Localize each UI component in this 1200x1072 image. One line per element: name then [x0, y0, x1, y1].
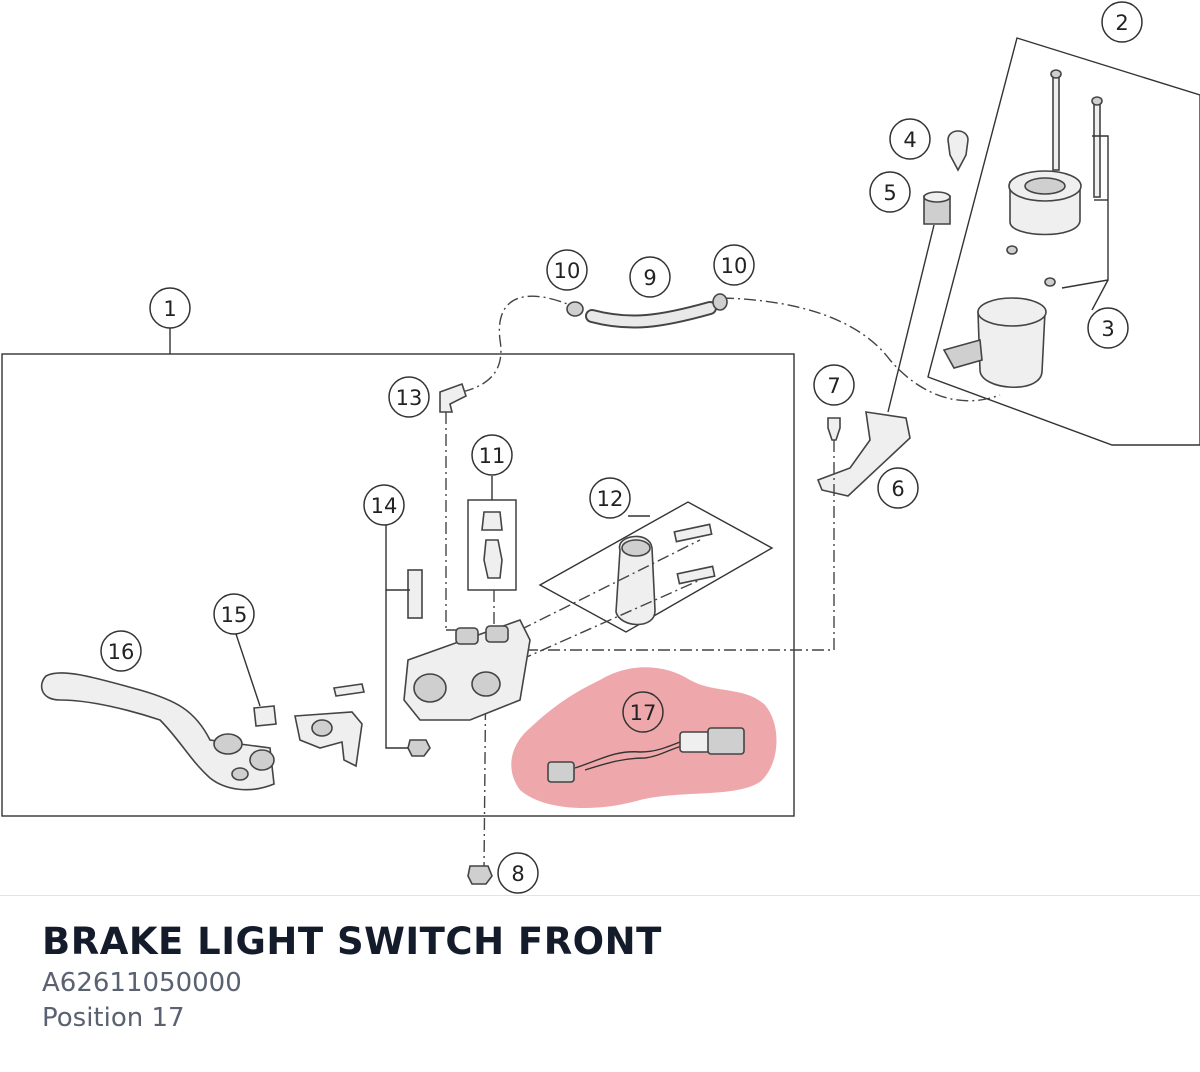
assembly-box-1 [1, 353, 795, 817]
callout-3: 3 [1087, 307, 1129, 349]
svg-text:15: 15 [221, 603, 248, 627]
nut-8 [467, 865, 493, 885]
switch-body [547, 761, 575, 783]
banjo-fitting-13 [439, 382, 467, 413]
callout-17[interactable]: 17 [622, 691, 664, 733]
callout-4: 4 [889, 118, 931, 160]
callout-1: 1 [149, 287, 191, 329]
caption-divider [0, 895, 1200, 896]
bleed-valve-11a [481, 511, 503, 531]
callout-13: 13 [388, 376, 430, 418]
clamp-bolt-lower [676, 565, 716, 585]
hose-clamp-right [712, 293, 728, 311]
bolt-4 [947, 130, 969, 172]
adjuster-screw [333, 683, 365, 697]
adjuster-15 [253, 705, 277, 727]
callout-15: 15 [213, 593, 255, 635]
svg-text:13: 13 [396, 386, 423, 410]
highlight-position-17[interactable] [511, 667, 777, 809]
svg-text:6: 6 [891, 477, 904, 501]
callout-14: 14 [363, 484, 405, 526]
callout-6: 6 [877, 467, 919, 509]
svg-text:2: 2 [1115, 11, 1128, 35]
svg-text:10: 10 [721, 254, 748, 278]
pin-14 [407, 569, 423, 619]
hose-clamp-left [566, 301, 584, 317]
bracket-6 [816, 411, 911, 497]
part-title: BRAKE LIGHT SWITCH FRONT [42, 920, 662, 963]
svg-text:5: 5 [883, 181, 896, 205]
switch-connector [679, 731, 711, 753]
callout-16: 16 [100, 630, 142, 672]
part-number: A62611050000 [42, 968, 242, 998]
svg-text:17: 17 [630, 701, 657, 725]
svg-text:14: 14 [371, 494, 398, 518]
svg-text:12: 12 [597, 487, 624, 511]
lever-pivot-block [294, 711, 363, 768]
callout-10-left: 10 [546, 249, 588, 291]
svg-text:9: 9 [643, 266, 656, 290]
callout-12: 12 [589, 477, 631, 519]
reservoir-body [977, 311, 1046, 389]
exploded-parts-diagram: 1 2 3 4 5 6 7 8 9 10 10 11 [1, 1, 1200, 894]
callout-11: 11 [471, 434, 513, 476]
callout-7: 7 [813, 364, 855, 406]
svg-text:11: 11 [479, 444, 506, 468]
switch-wire [574, 741, 681, 769]
svg-text:4: 4 [903, 128, 916, 152]
reservoir-screw-b [1093, 101, 1101, 198]
part-position: Position 17 [42, 1003, 185, 1033]
handlebar-clamp-12 [615, 535, 656, 626]
screw-7 [827, 417, 841, 441]
nut-14 [407, 739, 431, 757]
brake-lever-16[interactable] [40, 672, 275, 791]
clamp-bolt-upper [673, 523, 713, 543]
part-caption: BRAKE LIGHT SWITCH FRONT A62611050000 Po… [42, 918, 662, 1036]
brake-hose-path [461, 295, 571, 393]
svg-text:7: 7 [827, 374, 840, 398]
svg-text:10: 10 [554, 259, 581, 283]
reservoir-screw-a [1052, 74, 1060, 171]
callout-10-right: 10 [713, 244, 755, 286]
assembly-box-12 [538, 501, 774, 633]
bleed-valve-11b [483, 539, 503, 579]
callout-5: 5 [869, 171, 911, 213]
svg-text:1: 1 [163, 297, 176, 321]
callout-8: 8 [497, 852, 539, 894]
svg-text:3: 3 [1101, 317, 1114, 341]
svg-text:8: 8 [511, 862, 524, 886]
callout-9: 9 [629, 256, 671, 298]
svg-text:16: 16 [108, 640, 135, 664]
callout-2: 2 [1101, 1, 1143, 43]
assembly-box-2 [927, 37, 1200, 446]
